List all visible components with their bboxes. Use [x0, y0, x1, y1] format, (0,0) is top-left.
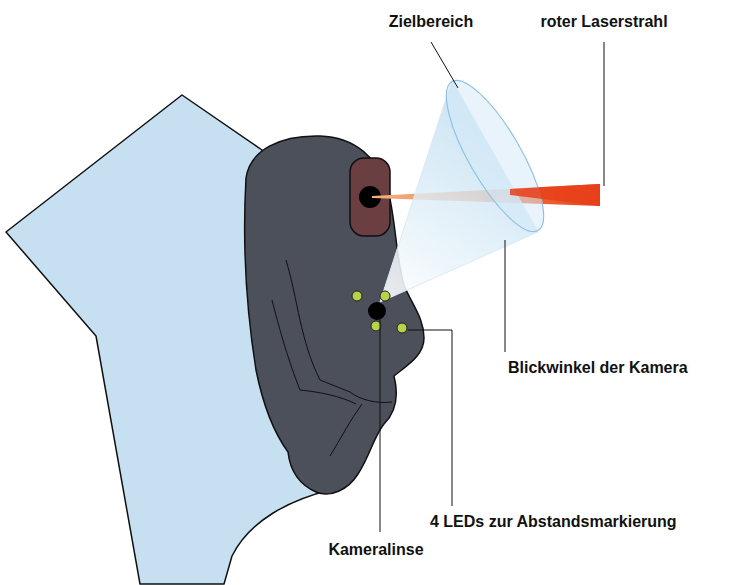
head-contour	[272, 300, 356, 404]
scanner-head	[245, 136, 424, 494]
camera-lens	[368, 302, 386, 320]
led	[352, 291, 362, 301]
leader-line	[431, 42, 458, 88]
part-label: roter Laserstrahl	[540, 12, 667, 32]
led	[380, 291, 390, 301]
led	[397, 323, 407, 333]
leader-line	[380, 318, 381, 532]
laser-beam-front	[510, 184, 600, 206]
part-label: Blickwinkel der Kamera	[508, 358, 688, 378]
target-area	[429, 69, 560, 244]
part-label: 4 LEDs zur Abstandsmarkierung	[430, 512, 677, 532]
part-label: Zielbereich	[389, 12, 473, 32]
leader-line	[505, 240, 506, 352]
leader-line	[604, 42, 605, 186]
part-label: Kameralinse	[328, 540, 423, 560]
leader-line	[408, 330, 452, 506]
head-contour	[330, 404, 362, 456]
head-contour	[286, 260, 392, 403]
